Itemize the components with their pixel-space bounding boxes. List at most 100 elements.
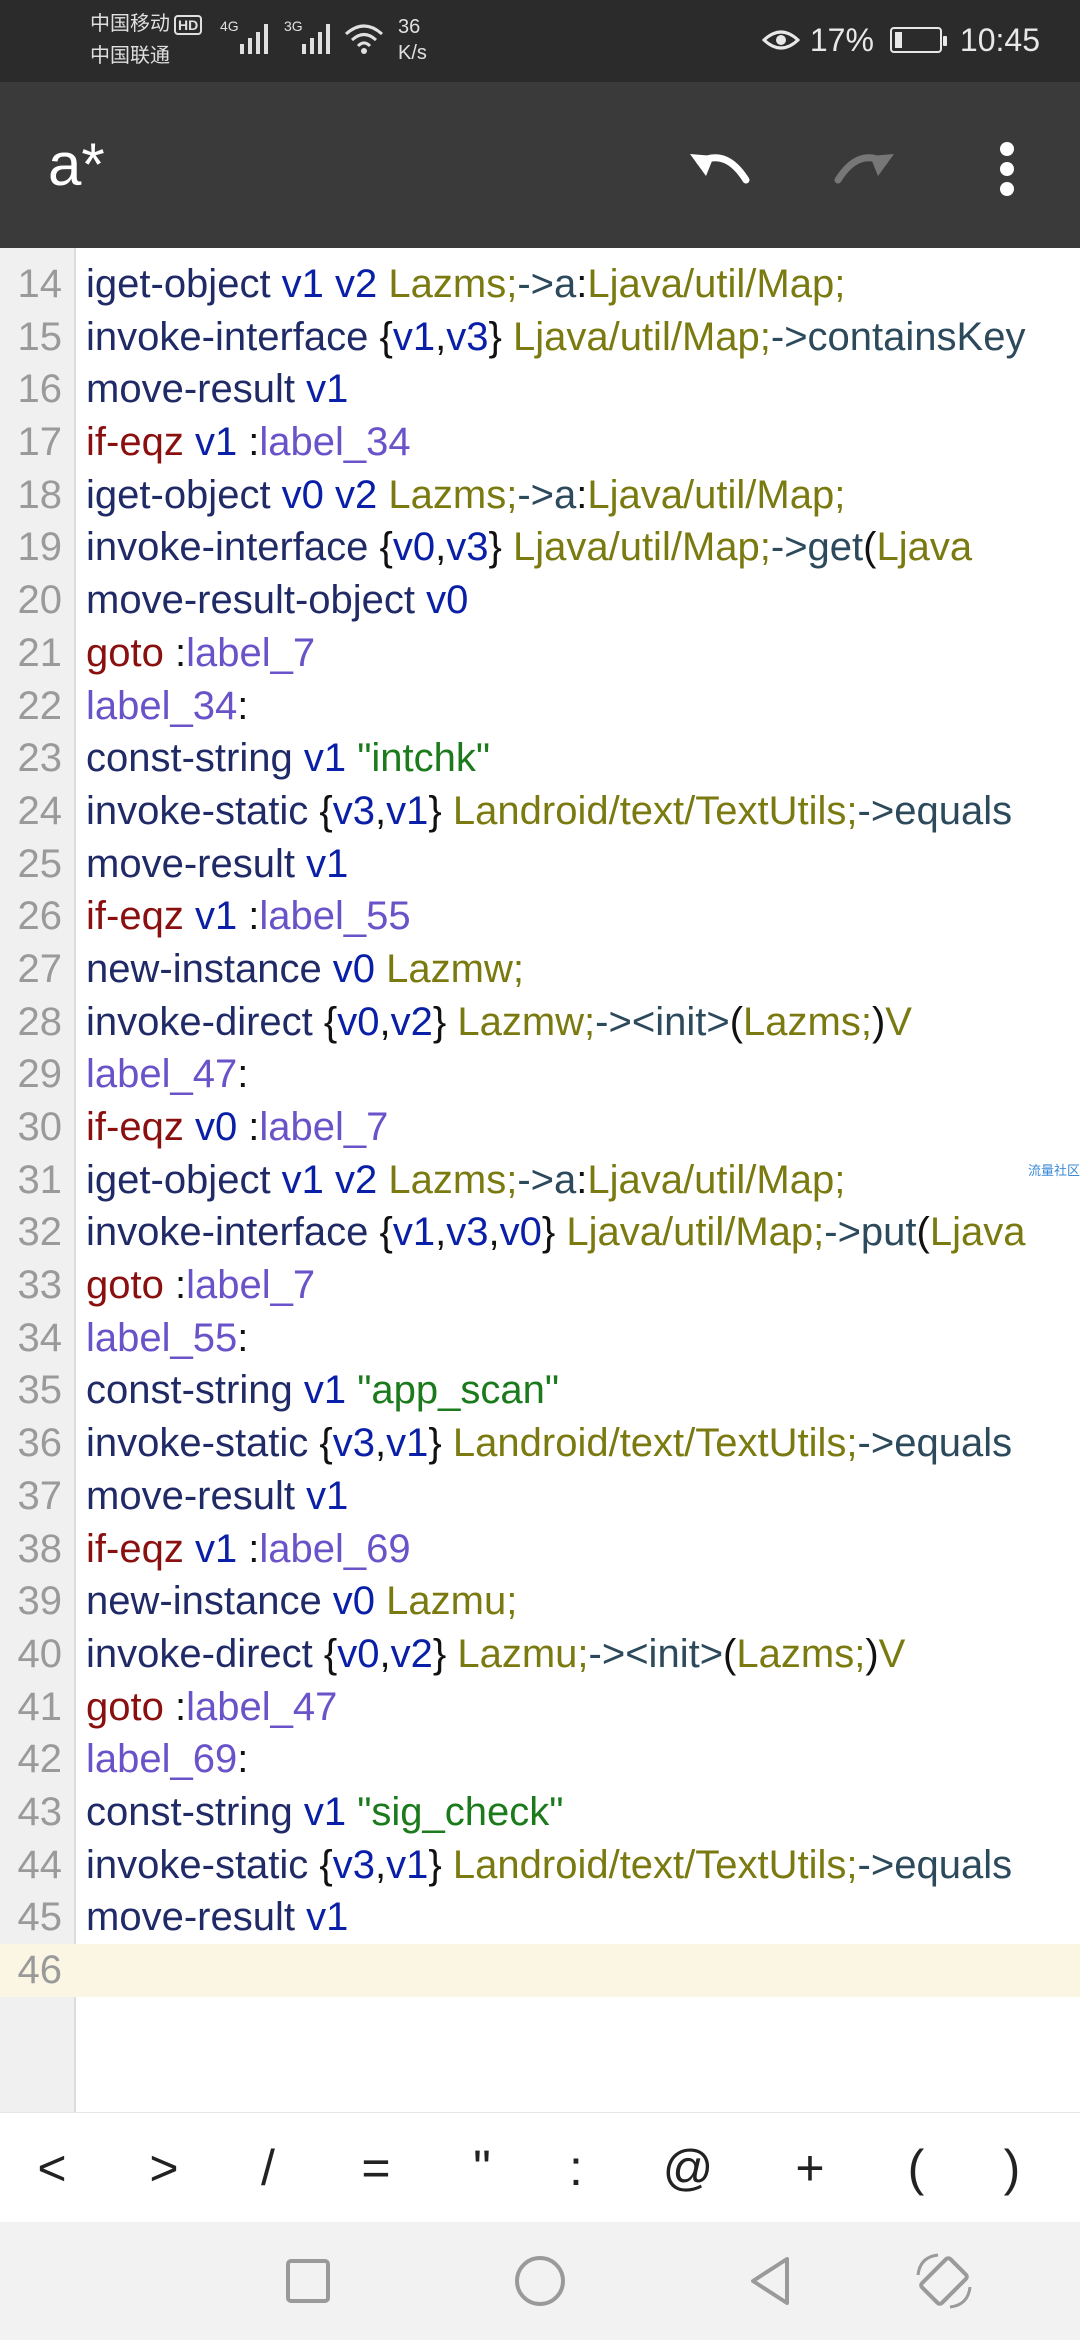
symbol-key[interactable]: ) — [1003, 2140, 1021, 2196]
token-instr: move-result — [86, 367, 307, 412]
code-text[interactable]: iget-object v0 v2 Lazms;->a:Ljava/util/M… — [86, 469, 845, 522]
code-text[interactable]: iget-object v1 v2 Lazms;->a:Ljava/util/M… — [86, 1154, 845, 1207]
token-reg: v1 — [303, 1368, 358, 1413]
code-line[interactable]: 41 goto :label_47 — [0, 1681, 1080, 1734]
token-reg: v0 — [332, 946, 387, 991]
code-text[interactable]: const-string v1 "app_scan" — [86, 1364, 559, 1417]
code-text[interactable]: if-eqz v1 :label_55 — [86, 890, 411, 943]
code-text[interactable]: move-result v1 — [86, 1891, 348, 1944]
code-text[interactable]: invoke-interface {v1,v3} Ljava/util/Map;… — [86, 311, 1025, 364]
code-text[interactable]: label_69: — [86, 1733, 248, 1786]
back-button[interactable] — [710, 2222, 830, 2340]
code-text[interactable]: const-string v1 "sig_check" — [86, 1786, 564, 1839]
code-text[interactable]: goto :label_7 — [86, 627, 315, 680]
token-punct: ( — [863, 525, 877, 570]
network-type-1: 4G — [220, 18, 239, 34]
code-text[interactable]: invoke-static {v3,v1} Landroid/text/Text… — [86, 1417, 1012, 1470]
token-reg: v0 — [392, 525, 436, 570]
code-text[interactable]: invoke-static {v3,v1} Landroid/text/Text… — [86, 785, 1012, 838]
symbol-key[interactable]: ( — [907, 2140, 925, 2196]
code-text[interactable]: invoke-static {v3,v1} Landroid/text/Text… — [86, 1839, 1012, 1892]
code-text[interactable]: move-result-object v0 — [86, 574, 468, 627]
code-text[interactable]: if-eqz v0 :label_7 — [86, 1101, 388, 1154]
home-button[interactable] — [480, 2222, 600, 2340]
code-text[interactable]: invoke-interface {v0,v3} Ljava/util/Map;… — [86, 521, 972, 574]
symbol-key[interactable]: < — [37, 2140, 67, 2196]
token-label: label_47 — [186, 1684, 338, 1729]
symbol-key[interactable]: / — [261, 2140, 275, 2196]
code-text[interactable]: goto :label_7 — [86, 1259, 315, 1312]
symbol-key[interactable]: : — [569, 2140, 583, 2196]
code-text[interactable]: iget-object v1 v2 Lazms;->a:Ljava/util/M… — [86, 258, 845, 311]
code-text[interactable]: move-result v1 — [86, 1470, 348, 1523]
code-text[interactable]: label_34: — [86, 680, 248, 733]
code-line-current[interactable]: 46 — [0, 1944, 1080, 1997]
code-text[interactable]: move-result v1 — [86, 363, 348, 416]
token-reg: v1 — [392, 314, 436, 359]
more-vert-icon — [1000, 142, 1014, 196]
code-text[interactable]: goto :label_47 — [86, 1681, 337, 1734]
symbol-key[interactable]: = — [361, 2140, 391, 2196]
token-method: -> — [517, 262, 555, 306]
code-text[interactable]: if-eqz v1 :label_69 — [86, 1523, 411, 1576]
code-text[interactable]: label_47: — [86, 1048, 248, 1101]
code-text[interactable]: new-instance v0 Lazmu; — [86, 1575, 517, 1628]
token-reg: v1 — [306, 841, 349, 886]
code-text[interactable]: invoke-direct {v0,v2} Lazmu;-><init>(Laz… — [86, 1628, 905, 1681]
code-text[interactable]: const-string v1 "intchk" — [86, 732, 490, 785]
recents-button[interactable] — [248, 2222, 368, 2340]
code-text[interactable]: if-eqz v1 :label_34 — [86, 416, 411, 469]
code-text[interactable]: invoke-direct {v0,v2} Lazmw;-><init>(Laz… — [86, 996, 912, 1049]
token-jump: if-eqz — [86, 420, 195, 465]
more-options-button[interactable] — [962, 124, 1052, 214]
undo-button[interactable] — [676, 124, 766, 214]
rotate-screen-button[interactable] — [884, 2222, 1004, 2340]
code-text[interactable]: label_55: — [86, 1312, 248, 1365]
symbol-key[interactable]: > — [149, 2140, 179, 2196]
token-instr: const-string — [86, 1368, 304, 1413]
symbol-key[interactable]: " — [473, 2140, 491, 2196]
code-text[interactable]: new-instance v0 Lazmw; — [86, 943, 524, 996]
code-text[interactable]: invoke-interface {v1,v3,v0} Ljava/util/M… — [86, 1206, 1026, 1259]
symbol-key[interactable]: @ — [662, 2140, 714, 2196]
redo-button[interactable] — [818, 124, 908, 214]
line-number: 41 — [17, 1684, 63, 1729]
symbol-key[interactable]: + — [795, 2140, 825, 2196]
code-text[interactable]: move-result v1 — [86, 838, 348, 891]
token-string: "app_scan" — [357, 1368, 560, 1413]
token-reg: v1 — [386, 788, 429, 833]
